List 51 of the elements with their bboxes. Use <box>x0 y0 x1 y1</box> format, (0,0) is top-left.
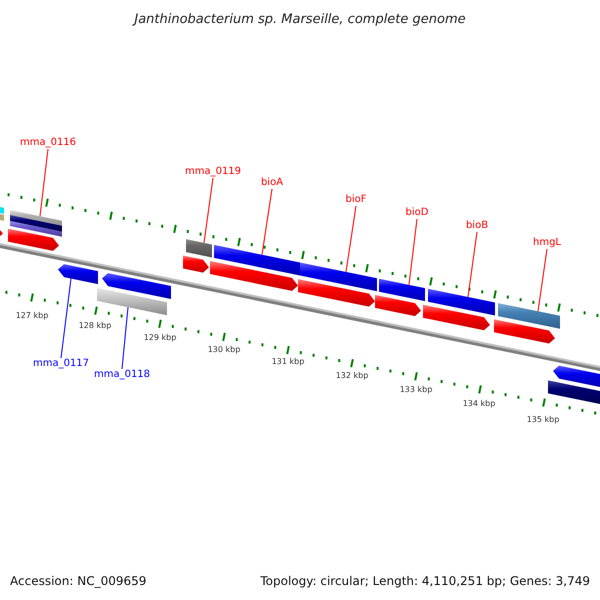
scale-label: 128 kbp <box>78 321 112 331</box>
gene-label: mma_0118 <box>94 369 150 381</box>
gene-bar <box>0 206 4 214</box>
scale-label: 135 kbp <box>526 415 560 425</box>
gene-bar <box>214 244 300 276</box>
gene-bar <box>553 366 600 388</box>
scale-label: 131 kbp <box>272 357 304 367</box>
gene-bar <box>423 304 490 330</box>
gene-bar <box>210 261 298 291</box>
gene-bar <box>379 278 425 302</box>
scale-label: 133 kbp <box>400 385 432 395</box>
title: Janthinobacterium sp. Marseille, complete genome <box>134 11 466 29</box>
gene-bar <box>186 239 212 258</box>
gene-bar <box>8 228 59 251</box>
scale-label: 129 kbp <box>144 333 176 343</box>
footer-text: Accession: NC_009659 <box>10 574 146 588</box>
leader-line <box>468 232 478 298</box>
leader-line <box>40 148 48 217</box>
scale-label: 130 kbp <box>208 345 240 355</box>
leader-line <box>60 278 72 358</box>
leader-line <box>408 218 418 286</box>
gene-label: mma_0117 <box>32 358 90 370</box>
gene-label: hmgL <box>533 237 561 249</box>
leader-line <box>122 306 128 370</box>
leader-line <box>346 206 356 272</box>
gene-bar <box>58 264 98 284</box>
gene-bar <box>102 273 171 300</box>
gene-bar <box>375 294 421 316</box>
scale-label: 132 kbp <box>336 371 368 381</box>
gene-bar <box>0 212 4 221</box>
scale-label: 134 kbp <box>462 399 496 409</box>
gene-bar <box>300 262 377 292</box>
leader-line <box>262 188 272 256</box>
gene-label: bioD <box>406 207 428 219</box>
gene-bar <box>548 380 600 406</box>
gene-bar <box>10 210 62 237</box>
gene-bar <box>97 288 167 316</box>
gene-label: bioF <box>346 194 366 206</box>
gene-bar <box>298 279 375 307</box>
scale-label: 127 kbp <box>16 311 48 321</box>
gene-label: mma_0119 <box>184 166 242 178</box>
gene-bar <box>498 303 560 329</box>
gene-bar <box>183 256 209 273</box>
gene-bar <box>428 288 495 316</box>
gene-label: mma_0116 <box>20 137 76 149</box>
gene-bar <box>494 319 555 344</box>
leader-line <box>204 178 214 244</box>
footer-text: Topology: circular; Length: 4,110,251 bp; Genes: 3,749 <box>260 574 590 588</box>
gene-label: bioB <box>466 220 488 232</box>
gene-label: bioA <box>260 177 284 189</box>
leader-line <box>538 248 548 312</box>
